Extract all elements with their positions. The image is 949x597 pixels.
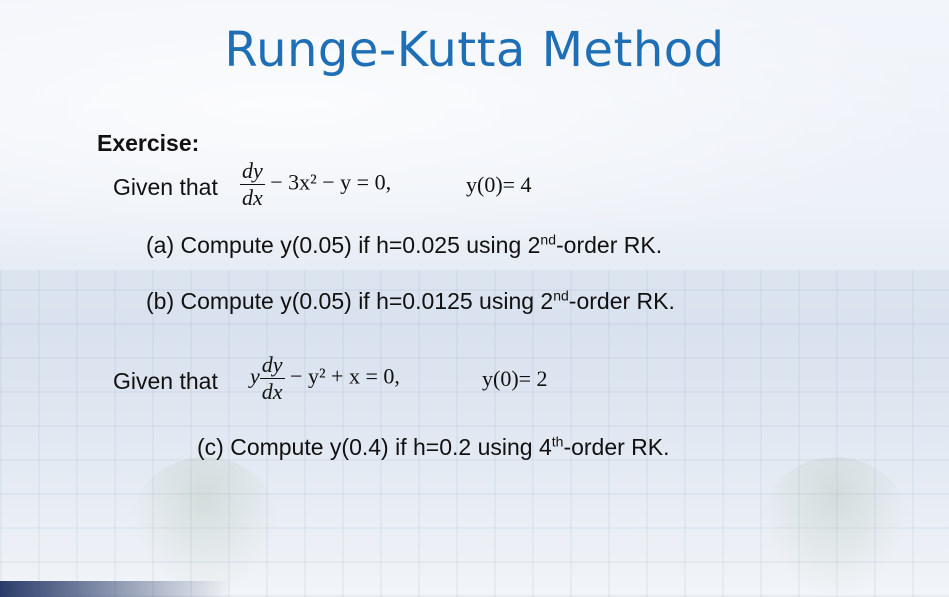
background-building: [0, 270, 949, 597]
exercise-heading: Exercise:: [97, 130, 200, 156]
slide-title: Runge-Kutta Method: [224, 22, 725, 78]
equation-2: y dy dx − y² + x = 0,: [250, 352, 400, 405]
equation-1-rest: − 3x² − y = 0,: [270, 169, 392, 195]
fraction-denominator: dx: [240, 184, 265, 210]
bottom-accent-stripe: [0, 581, 230, 597]
fraction-numerator: dy: [242, 158, 263, 183]
initial-condition-2: y(0)= 2: [482, 366, 548, 391]
equation-1: dy dx − 3x² − y = 0,: [240, 158, 391, 211]
exercise-item-a: (a) Compute y(0.05) if h=0.025 using 2nd…: [146, 231, 663, 258]
equation-2-lead: y: [250, 363, 260, 389]
palm-tree-decoration: [130, 457, 280, 597]
derivative-fraction: dy dx: [259, 352, 285, 405]
exercise-item-b: (b) Compute y(0.05) if h=0.0125 using 2n…: [146, 287, 675, 314]
equation-2-rest: − y² + x = 0,: [290, 363, 400, 389]
derivative-fraction: dy dx: [240, 158, 265, 211]
fraction-numerator: dy: [261, 352, 283, 377]
fraction-denominator: dx: [259, 378, 285, 404]
given-label-2: Given that: [113, 368, 218, 394]
exercise-item-c: (c) Compute y(0.4) if h=0.2 using 4th-or…: [197, 433, 670, 460]
background-sky: [0, 0, 949, 270]
initial-condition-1: y(0)= 4: [466, 172, 532, 197]
palm-tree-decoration: [760, 457, 910, 597]
given-label-1: Given that: [113, 174, 218, 200]
